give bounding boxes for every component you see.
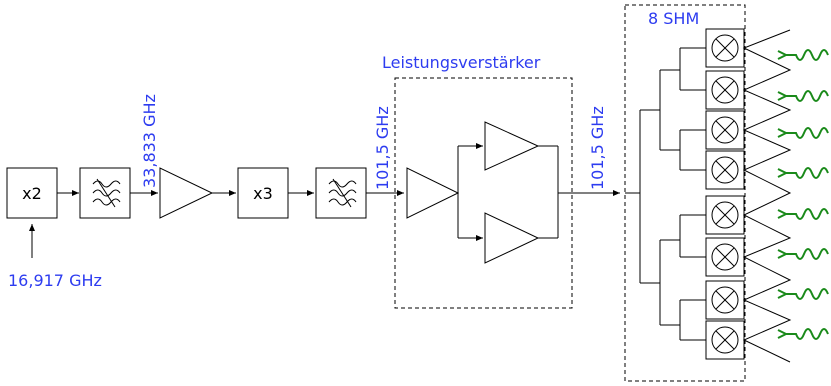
mixer-cross-icon	[705, 320, 745, 360]
freq-label-101ghz-in: 101,5 GHz	[373, 106, 392, 190]
amplifier-triangle-icon	[406, 167, 460, 219]
amplifier-triangle-icon	[484, 212, 540, 264]
mixer-cross-icon	[705, 280, 745, 320]
power-amplifier-label: Leistungsverstärker	[382, 53, 541, 72]
tripler-label: x3	[253, 184, 273, 203]
lo-distribution-tree	[625, 47, 706, 341]
doubler-block: x2	[6, 167, 58, 219]
doubler-label: x2	[22, 184, 42, 203]
amplifier-triangle-icon	[484, 121, 540, 171]
mixer-cross-icon	[705, 28, 745, 68]
bandpass-filter-icon	[315, 167, 367, 219]
incoming-signal-waves	[786, 49, 829, 340]
mixer-cross-icon	[705, 110, 745, 150]
tripler-block: x3	[237, 167, 289, 219]
mixer-array-group	[624, 4, 746, 382]
amplifier-triangle-icon	[159, 167, 214, 219]
mixer-cross-icon	[705, 195, 745, 235]
bandpass-filter-icon	[79, 167, 131, 219]
horn-antenna-array	[742, 29, 792, 363]
freq-label-101ghz-out: 101,5 GHz	[588, 106, 607, 190]
lo-frequency-label: 16,917 GHz	[8, 271, 102, 290]
mixer-cross-icon	[705, 237, 745, 277]
mixer-cross-icon	[705, 150, 745, 190]
mixer-cross-icon	[705, 70, 745, 110]
mixer-array-label: 8 SHM	[648, 9, 699, 28]
freq-label-33ghz: 33,833 GHz	[140, 94, 159, 188]
